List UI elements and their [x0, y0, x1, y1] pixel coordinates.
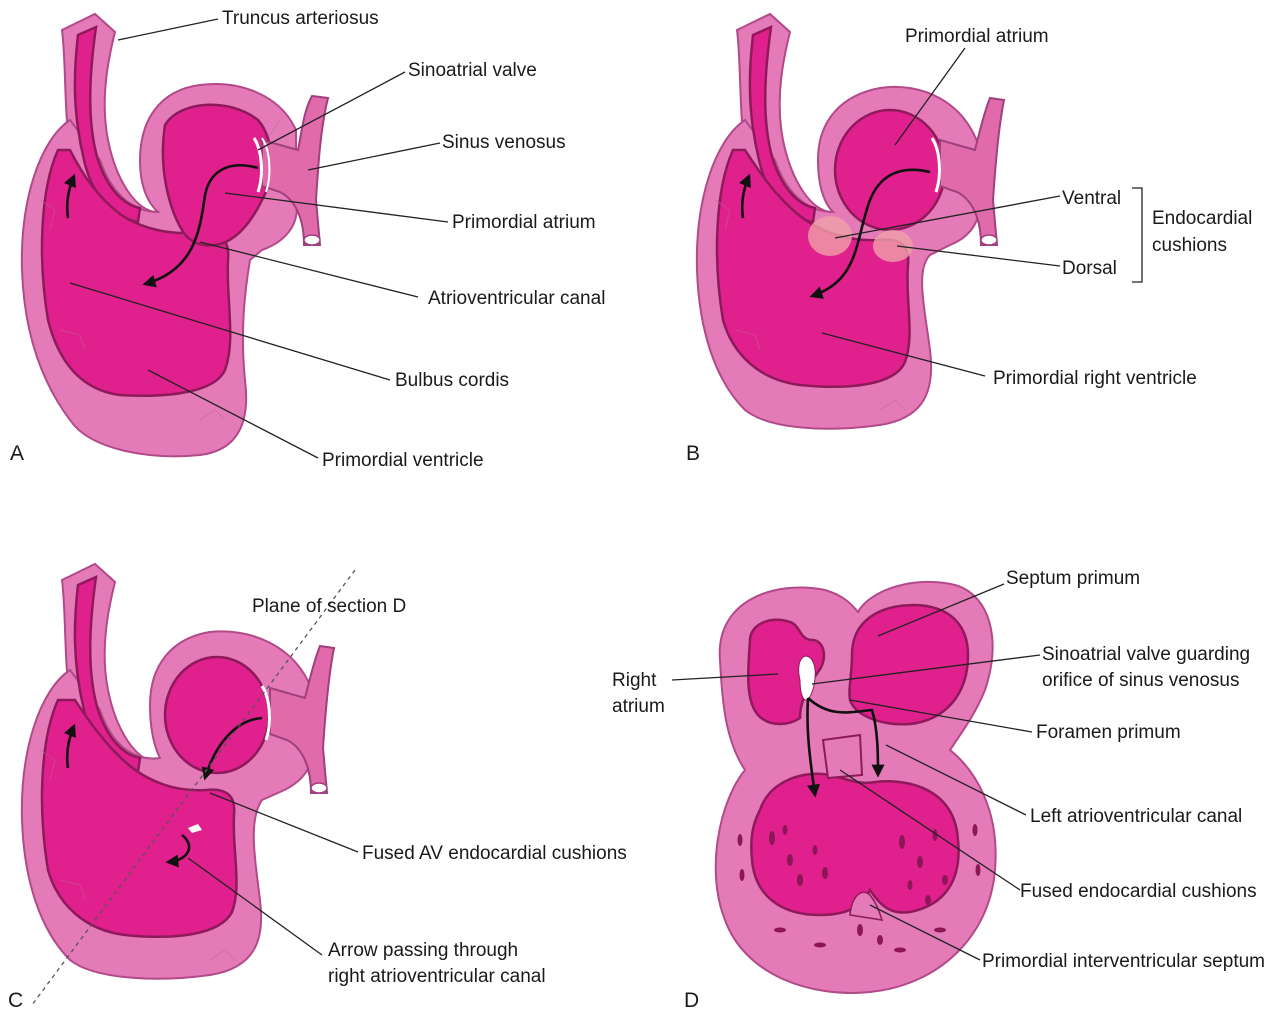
dorsal-cushion	[873, 230, 913, 262]
label-plane-of-section: Plane of section D	[252, 596, 406, 617]
label-sinus-venosus: Sinus venosus	[442, 132, 566, 153]
label-atrium: atrium	[612, 696, 665, 717]
panel-d: Septum primum Right atrium Sinoatrial va…	[612, 568, 1265, 1012]
label-truncus-arteriosus: Truncus arteriosus	[222, 8, 379, 29]
label-cushions: cushions	[1152, 235, 1227, 256]
panel-b-heart	[697, 14, 1004, 429]
panel-c: Plane of section D Fused AV endocardial …	[8, 564, 627, 1012]
label-sinoatrial-valve-guarding: Sinoatrial valve guarding	[1042, 644, 1250, 665]
label-arrow-passing-2: right atrioventricular canal	[328, 966, 546, 987]
panel-letter-d: D	[684, 989, 699, 1012]
label-dorsal: Dorsal	[1062, 258, 1117, 279]
label-endocardial: Endocardial	[1152, 208, 1252, 229]
label-fused-av-cushions: Fused AV endocardial cushions	[362, 843, 627, 864]
label-bulbus-cordis: Bulbus cordis	[395, 370, 509, 391]
label-fused-endocardial-cushions: Fused endocardial cushions	[1020, 881, 1257, 902]
panel-letter-a: A	[10, 442, 24, 465]
label-left-av-canal: Left atrioventricular canal	[1030, 806, 1242, 827]
panel-a: Truncus arteriosus Sinoatrial valve Sinu…	[10, 8, 605, 471]
ventricles-chamber	[751, 774, 958, 915]
panel-c-heart	[22, 564, 334, 979]
label-right: Right	[612, 670, 657, 691]
panel-d-heart	[716, 582, 996, 993]
label-arrow-passing-1: Arrow passing through	[328, 940, 518, 961]
label-atrioventricular-canal: Atrioventricular canal	[428, 288, 605, 309]
panel-letter-b: B	[686, 442, 700, 465]
label-primordial-atrium-b: Primordial atrium	[905, 26, 1049, 47]
label-septum-primum: Septum primum	[1006, 568, 1140, 589]
label-sinoatrial-valve: Sinoatrial valve	[408, 60, 537, 81]
label-orifice-sinus-venosus: orifice of sinus venosus	[1042, 670, 1240, 691]
label-primordial-ventricle: Primordial ventricle	[322, 450, 484, 471]
label-primordial-right-ventricle: Primordial right ventricle	[993, 368, 1197, 389]
label-primordial-interventricular-septum: Primordial interventricular septum	[982, 951, 1265, 972]
label-foramen-primum: Foramen primum	[1036, 722, 1181, 743]
panel-letter-c: C	[8, 989, 23, 1012]
panel-b: Primordial atrium Ventral Dorsal Endocar…	[686, 14, 1252, 465]
label-primordial-atrium-a: Primordial atrium	[452, 212, 596, 233]
panel-a-heart	[22, 14, 328, 456]
label-ventral: Ventral	[1062, 188, 1121, 209]
